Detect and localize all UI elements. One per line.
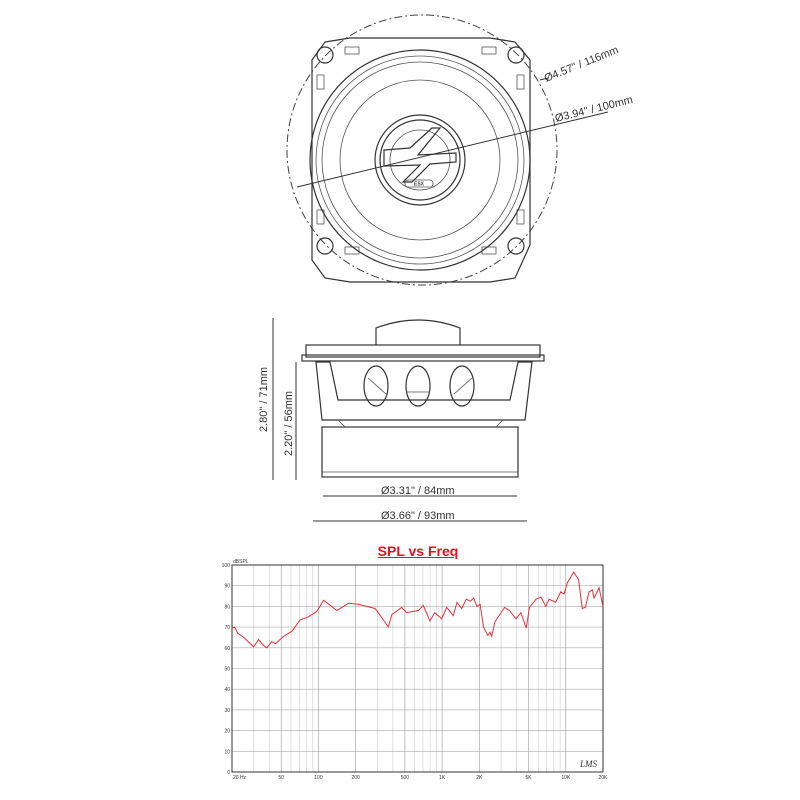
tweeter: ESX: [374, 114, 466, 206]
tweeter-dome: [375, 319, 461, 345]
basket: [315, 361, 533, 421]
magnet: [321, 426, 519, 478]
mounting-circle: [286, 14, 558, 286]
y-tick-label: 50: [224, 667, 230, 673]
x-tick-label: 200: [351, 775, 360, 781]
x-tick-label: 50: [278, 775, 284, 781]
speaker-side-view: 2.80" / 71mm 2.20" / 56mm Ø3.31" / 84mm …: [258, 318, 545, 522]
x-tick-label: 10K: [561, 775, 571, 781]
magnet-diameter-label: Ø3.31" / 84mm: [381, 485, 455, 497]
total-depth-label: 2.80" / 71mm: [258, 367, 270, 432]
spl-series-line: [231, 571, 604, 649]
y-tick-label: 90: [224, 584, 230, 590]
speaker-top-view: ESX Ø4.57" / 116mm Ø3.94" / 100mm: [286, 14, 634, 286]
y-tick-label: 70: [224, 625, 230, 631]
y-tick-label: 60: [224, 646, 230, 652]
chart-title: SPL vs Freq: [377, 543, 459, 559]
y-tick-label: 20: [224, 729, 230, 735]
y-tick-label: 10: [224, 749, 230, 755]
tweeter-logo-text: ESX: [414, 182, 425, 188]
x-tick-label: 100: [314, 775, 323, 781]
chart-grid: [232, 565, 603, 772]
y-axis-label: dBSPL: [233, 559, 249, 565]
y-tick-label: 0: [227, 770, 230, 776]
frame-flange: [305, 344, 541, 358]
x-tick-label: 5K: [525, 775, 532, 781]
mount-depth-label: 2.20" / 56mm: [283, 391, 295, 456]
y-tick-label: 30: [224, 708, 230, 714]
y-tick-label: 40: [224, 687, 230, 693]
x-tick-label: 500: [401, 775, 410, 781]
plot-frame: [231, 564, 604, 773]
x-axis-ticks: 20 Hz 50 100 200 500 1K 2K 5K 10K 20K: [233, 775, 608, 781]
cone-dimension-line: [296, 111, 609, 188]
x-tick-label: 20K: [599, 775, 609, 781]
tweeter-logo-badge: [404, 179, 434, 188]
y-axis-ticks: 0 10 20 30 40 50 60 70 80 90 100: [222, 563, 231, 776]
y-tick-label: 80: [224, 604, 230, 610]
x-tick-label: 1K: [439, 775, 446, 781]
y-tick-label: 100: [222, 563, 231, 569]
x-tick-label: 20 Hz: [233, 775, 247, 781]
outer-diameter-label: Ø4.57" / 116mm: [543, 44, 621, 85]
speaker-frame: [311, 37, 531, 283]
spl-chart: 0 10 20 30 40 50 60 70 80 90 100 20 Hz 50 100 200 500 1…: [222, 559, 608, 781]
cone-diameter-label: Ø3.94" / 100mm: [554, 94, 634, 125]
watermark: LMS: [579, 759, 598, 769]
x-tick-label: 2K: [476, 775, 483, 781]
cutout-diameter-label: Ø3.66" / 93mm: [381, 510, 455, 522]
